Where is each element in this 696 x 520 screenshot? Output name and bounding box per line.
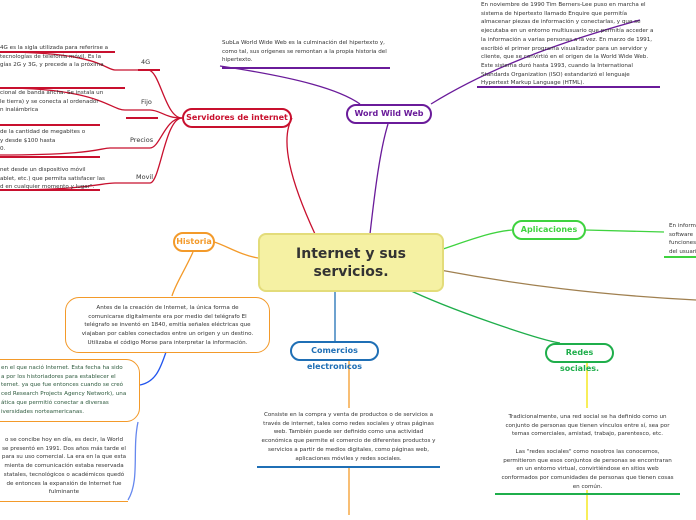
www-text-2: En noviembre de 1990 Tim Berners-Lee pus… (481, 2, 654, 87)
redes-node[interactable]: Redes sociales. (545, 343, 614, 373)
www-text-1: SubLa World Wide Web es la culminación d… (222, 40, 387, 64)
central-title: Internet y sus servicios. (296, 245, 406, 280)
historia-node[interactable]: Historia (173, 232, 215, 252)
www-node[interactable]: Word Wild Web (346, 104, 432, 124)
redes-text: Tradicionalmente, una red social se ha d… (501, 414, 674, 490)
servidores-fijo-text: cional de banda ancha. Se instala un le … (0, 90, 104, 114)
aplicaciones-text: En inform software funciones del usuari (669, 223, 696, 256)
historia-text-2: en el que nació Internet. Esta fecha ha … (0, 359, 140, 422)
servidores-movil-label[interactable]: Movil (136, 173, 154, 181)
central-topic[interactable]: Internet y sus servicios. (258, 233, 444, 292)
aplicaciones-node[interactable]: Aplicaciones (512, 220, 586, 240)
comercios-node[interactable]: Comercios electronicos (290, 341, 379, 371)
servidores-4g-text: 4G es la sigla utilizada para referirse … (0, 45, 109, 69)
historia-text-3: o se concibe hoy en día, es decir, la Wo… (0, 436, 128, 502)
servidores-movil-text: net desde un dispositivo móvil ablet, et… (0, 167, 105, 191)
servidores-fijo-label[interactable]: Fijo (141, 98, 152, 106)
servidores-node[interactable]: Servidores de internet (182, 108, 292, 128)
servidores-4g-label[interactable]: 4G (141, 58, 151, 66)
comercios-text: Consiste en la compra y venta de product… (261, 412, 436, 462)
historia-text-1: Antes de la creación de Internet, la úni… (65, 297, 270, 353)
servidores-precios-label[interactable]: Precios (130, 136, 154, 144)
servidores-precios-text: de la cantidad de megabites o y desde $1… (0, 129, 86, 153)
